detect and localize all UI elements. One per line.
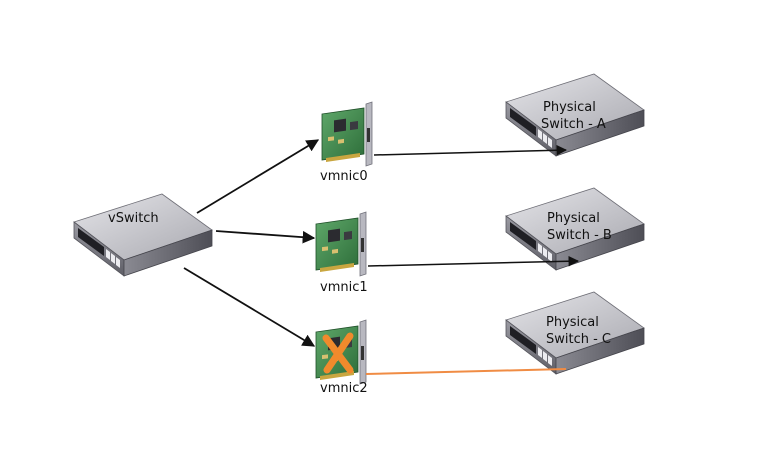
vmnic0-label: vmnic0 (320, 169, 368, 184)
vmnic2-label: vmnic2 (320, 381, 368, 396)
physical-switch-a-label-line1: Physical (543, 100, 596, 115)
vswitch-label: vSwitch (108, 211, 159, 226)
link-vswitch-vmnic1 (215, 230, 316, 244)
uplink-vmnic0-switch-a (373, 144, 568, 156)
physical-switch-c-label-line1: Physical (546, 315, 599, 330)
uplink-vmnic2-switch-c-failed (365, 368, 567, 375)
vmnic1-card (315, 211, 367, 277)
link-vswitch-vmnic2 (183, 267, 316, 347)
physical-switch-a-label-line2: Switch - A (541, 117, 606, 132)
vmnic1-label: vmnic1 (320, 280, 368, 295)
failure-x-icon (322, 332, 354, 374)
physical-switch-b-label-line2: Switch - B (547, 228, 612, 243)
physical-switch-c-label-line2: Switch - C (546, 332, 612, 347)
vmnic0-card (321, 101, 373, 167)
vswitch-device (73, 193, 213, 277)
physical-switch-b-label-line1: Physical (547, 211, 600, 226)
link-vswitch-vmnic0 (196, 139, 320, 214)
uplink-vmnic1-switch-b (367, 255, 580, 267)
